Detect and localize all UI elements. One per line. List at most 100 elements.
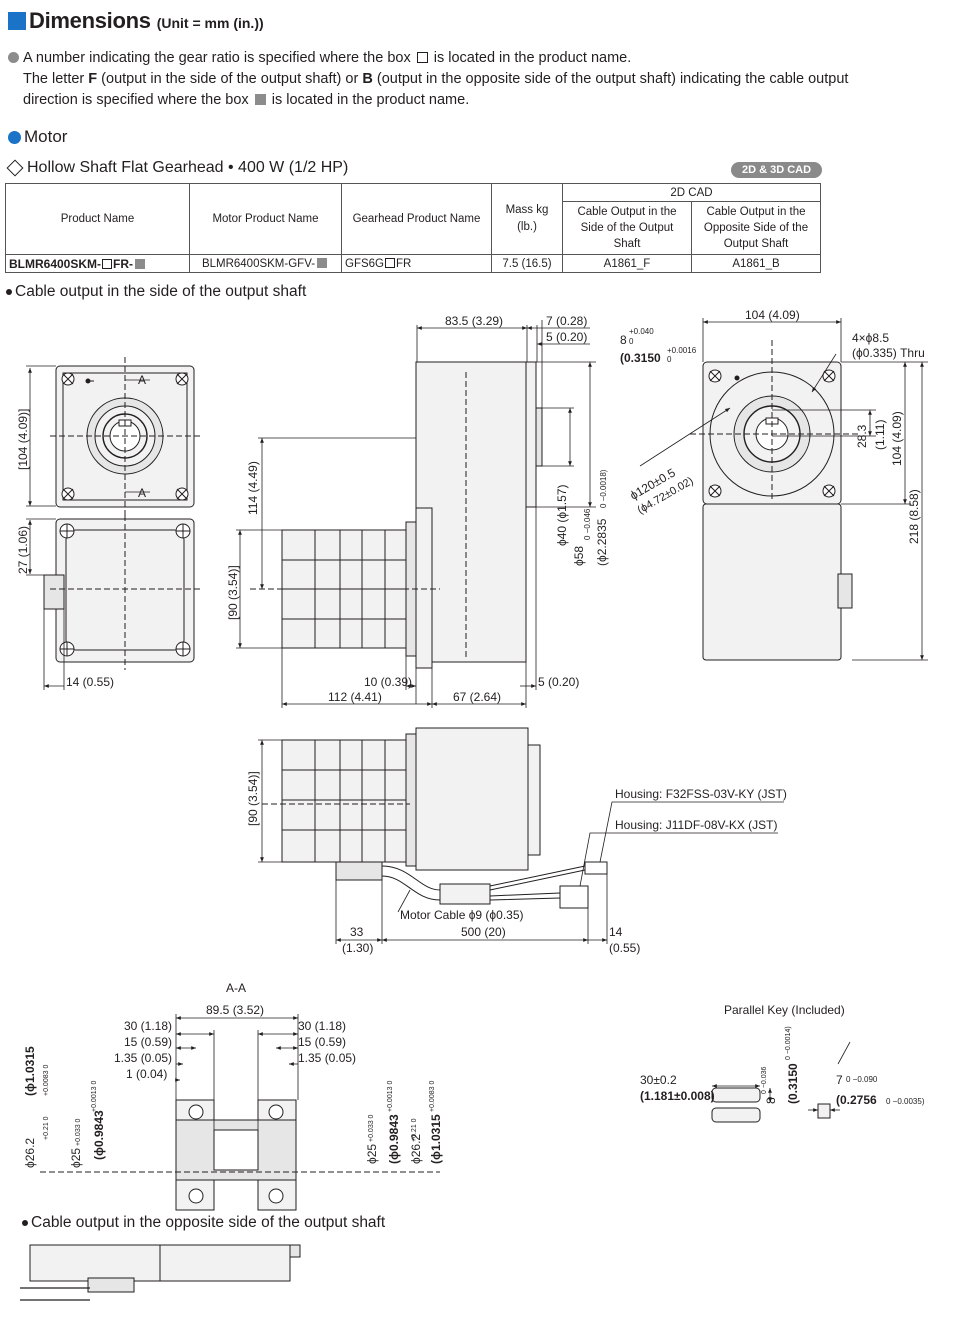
motor-cable: Motor Cable ϕ9 (ϕ0.35) — [400, 908, 524, 922]
bullet-icon — [6, 289, 12, 295]
th-gearhead-product-name: Gearhead Product Name — [341, 183, 492, 255]
dim-104-left: [104 (4.09)] — [16, 409, 30, 470]
dim-phi1-0315-right-tol: +0.0083 0 — [429, 1081, 436, 1112]
note-letter-b: B — [362, 71, 373, 87]
dim-phi0-9843-right: (ϕ0.9843 — [387, 1114, 401, 1164]
dim-phi25-right: ϕ25 — [365, 1144, 379, 1164]
dim-1-35-left: 1.35 (0.05) — [114, 1051, 172, 1065]
th-cable-opposite: Cable Output in the Opposite Side of the… — [691, 201, 821, 255]
cell-cad-side[interactable]: A1861_F — [562, 254, 692, 273]
dim-112: 112 (4.41) — [328, 690, 382, 704]
right-view — [690, 340, 860, 661]
dim-phi0-9843-right-tol: +0.0013 0 — [387, 1081, 394, 1112]
dim-33: 33 — [350, 925, 364, 939]
dim-phi1-0315-left: (ϕ1.0315 — [23, 1046, 37, 1096]
product-line: Hollow Shaft Flat Gearhead • 400 W (1/2 … — [6, 159, 348, 177]
dim-5-bottom: 5 (0.20) — [538, 675, 579, 689]
dim-03150-tol-zero: 0 — [667, 355, 672, 364]
section-heading-text: Motor — [24, 127, 68, 146]
dim-03150-tol: +0.0016 — [667, 346, 697, 355]
open-box-icon — [102, 258, 113, 269]
dim-phi26-2-right: ϕ26.2 — [409, 1134, 423, 1164]
section-aa-label: A-A — [226, 981, 246, 995]
dim-14-cable: 14 — [609, 925, 623, 939]
key-dim-0-2756: (0.2756 — [836, 1093, 877, 1107]
dim-30-right: 30 (1.18) — [298, 1019, 346, 1033]
th-2d-cad: 2D CAD — [562, 182, 821, 203]
dim-90: [90 (3.54)] — [226, 565, 240, 620]
key-dim-8: 8 — [764, 1097, 778, 1104]
cell-product-name: BLMR6400SKM-FR- — [5, 254, 190, 273]
dimension-lines — [26, 318, 928, 1130]
dim-30-left: 30 (1.18) — [124, 1019, 172, 1033]
cell-cad-opposite[interactable]: A1861_B — [691, 254, 821, 273]
dim-phi0-9843-left: (ϕ0.9843 — [92, 1110, 106, 1160]
dim-83-5: 83.5 (3.29) — [445, 314, 503, 328]
dim-0-55: (0.55) — [609, 941, 640, 955]
dim-8: 8 — [620, 333, 627, 347]
note-text: is located in the product name. — [271, 92, 470, 108]
cell-gearhead-text: FR — [395, 257, 412, 270]
note-letter-f: F — [88, 71, 98, 87]
dim-03150: (0.3150 — [620, 351, 661, 365]
th-motor-product-name: Motor Product Name — [189, 183, 342, 255]
dim-104-top: 104 (4.09) — [745, 308, 800, 322]
label-a-bottom: A — [138, 486, 146, 500]
dim-4x-hole-in: (ϕ0.335) Thru — [852, 346, 925, 360]
housing-1: Housing: F32FSS-03V-KY (JST) — [615, 787, 787, 801]
cell-motor-name: BLMR6400SKM-GFV- — [189, 254, 342, 273]
dim-phi22835-tol: 0 −0.0018) — [599, 469, 608, 508]
dim-1-30: (1.30) — [342, 941, 373, 955]
page-title: Dimensions (Unit = mm (in.)) — [8, 8, 264, 34]
dim-1-left: 1 (0.04) — [126, 1067, 167, 1081]
dim-phi58: ϕ58 — [572, 546, 586, 566]
label-a-top: A — [138, 373, 146, 387]
blue-dot-icon — [8, 130, 21, 144]
note-line-1: A number indicating the gear ratio is sp… — [8, 48, 958, 69]
dim-8-tol: +0.040 — [629, 327, 654, 336]
dim-90-bottom: [90 (3.54)] — [246, 771, 260, 826]
open-box-icon — [416, 52, 428, 63]
subheading-opposite-text: Cable output in the opposite side of the… — [31, 1214, 386, 1231]
spec-table: Product Name Motor Product Name Gearhead… — [5, 182, 821, 273]
note-text: (output in the opposite side of the outp… — [376, 71, 849, 87]
section-aa — [40, 1099, 440, 1211]
dim-phi26-2-left: ϕ26.2 — [23, 1138, 37, 1168]
parallel-key-title: Parallel Key (Included) — [724, 1003, 845, 1017]
key-dim-0-3150-tol: 0 −0.0014) — [785, 1026, 792, 1060]
dim-phi25-right-tol: +0.033 0 — [368, 1114, 375, 1142]
dim-phi22835: (ϕ2.2835 — [595, 518, 609, 566]
note-text: A number indicating the gear ratio is sp… — [23, 50, 411, 66]
note-text: direction is specified where the box — [23, 92, 249, 108]
note-text: (output in the side of the output shaft)… — [101, 71, 359, 87]
dim-phi1-0315-right: (ϕ1.0315 — [429, 1114, 443, 1164]
cell-motor-text: BLMR6400SKM-GFV- — [201, 257, 316, 270]
key-dim-8-tol: 0 −0.036 — [761, 1066, 768, 1094]
dim-7: 7 (0.28) — [546, 314, 587, 328]
housing-2: Housing: J11DF-08V-KX (JST) — [615, 818, 778, 832]
title-unit: (Unit = mm (in.)) — [156, 15, 264, 31]
note-text: is located in the product name. — [433, 50, 632, 66]
key-dim-0-3150: (0.3150 — [786, 1063, 800, 1104]
dim-218: 218 (8.58) — [907, 489, 921, 544]
cell-product-text: FR- — [113, 256, 134, 271]
dim-phi40: ϕ40 (ϕ1.57) — [555, 485, 569, 546]
cad-badge[interactable]: 2D & 3D CAD — [731, 162, 822, 178]
opposite-view — [20, 1244, 301, 1301]
subheading-side-text: Cable output in the side of the output s… — [15, 283, 307, 300]
dim-27: 27 (1.06) — [16, 526, 30, 574]
dim-14: 14 (0.55) — [66, 675, 114, 689]
key-dim-7-tol: 0 −0.090 — [846, 1075, 878, 1084]
dim-1-11: (1.11) — [873, 420, 887, 450]
title-square-icon — [8, 12, 26, 30]
title-text: Dimensions — [29, 8, 151, 33]
note-line-2: The letter F (output in the side of the … — [8, 69, 958, 90]
dim-15-right: 15 (0.59) — [298, 1035, 346, 1049]
dim-89-5: 89.5 (3.52) — [206, 1003, 264, 1017]
product-line-text: Hollow Shaft Flat Gearhead • 400 W (1/2 … — [27, 159, 349, 176]
dim-5-top: 5 (0.20) — [546, 330, 587, 344]
key-dim-7: 7 — [836, 1073, 843, 1087]
subheading-side: Cable output in the side of the output s… — [6, 283, 306, 301]
dim-phi0-9843-left-tol: +0.0013 0 — [91, 1081, 98, 1112]
